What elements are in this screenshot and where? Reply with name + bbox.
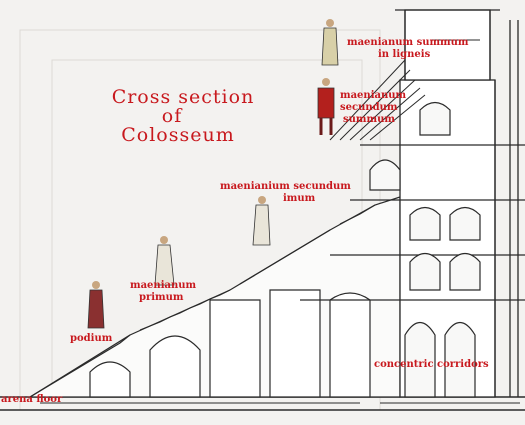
figure-summum-in-ligneis	[321, 19, 339, 66]
title-line-2: of	[162, 105, 183, 127]
figure-secundum-summum	[317, 78, 335, 135]
label-podium: podium	[70, 333, 113, 344]
label-secundum-summum-1: maenianum	[340, 90, 407, 101]
title-line-1: Cross section	[112, 86, 255, 108]
lower-vaults	[89, 289, 371, 398]
label-secundum-summum-3: summum	[343, 114, 395, 125]
corridor-arches	[369, 101, 481, 398]
figure-primum	[154, 236, 175, 286]
label-secundum-imum-2: imum	[283, 193, 316, 204]
label-primum-1: maenianum	[130, 280, 197, 291]
timber-roof	[329, 39, 480, 141]
labels: maenianum summum in ligneis maenianum se…	[1, 37, 489, 405]
label-summum-in-ligneis-2: in ligneis	[378, 49, 431, 60]
label-secundum-imum-1: maenianium secundum	[220, 181, 351, 192]
label-concentric-corridors: concentric corridors	[374, 359, 489, 370]
label-summum-in-ligneis-1: maenianum summum	[347, 37, 469, 48]
figure-podium	[87, 281, 105, 329]
label-primum-2: primum	[139, 292, 184, 303]
label-arena-floor: arena floor	[1, 394, 63, 405]
diagram-title: Cross section of Colosseum	[112, 86, 255, 146]
figure-secundum-imum	[252, 196, 271, 246]
title-line-3: Colosseum	[121, 124, 235, 146]
label-secundum-summum-2: secundum	[340, 102, 398, 113]
